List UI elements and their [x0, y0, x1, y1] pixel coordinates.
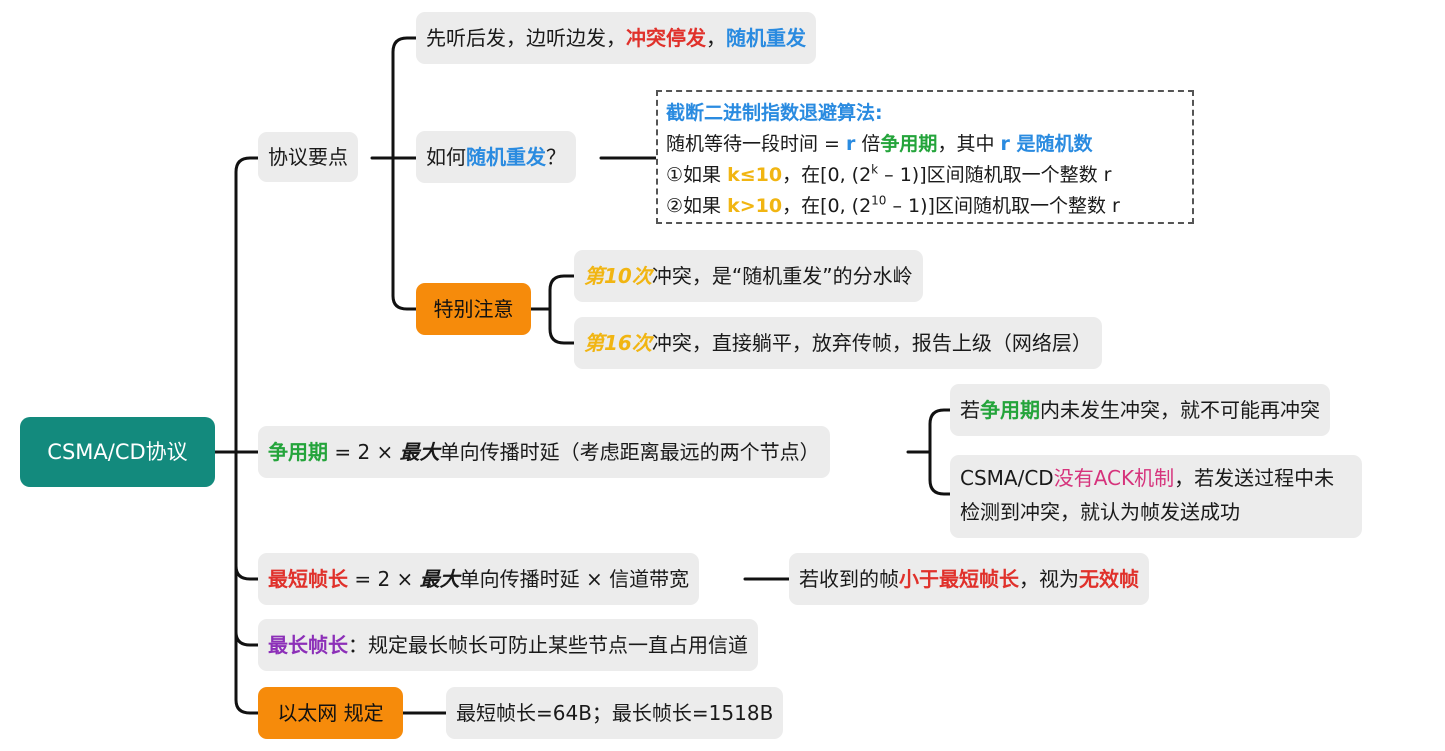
min-frame-node: 最短帧长 = 2 × 最大单向传播时延 × 信道带宽: [258, 553, 700, 605]
tenth-collision-text: 冲突，是“随机重发”的分水岭: [651, 264, 913, 288]
special-note-node: 特别注意: [416, 283, 531, 335]
min-frame-eq: = 2 ×: [348, 567, 420, 591]
how-resend-text: 随机重发: [466, 145, 546, 169]
algorithm-line-3: ②如果 k>10，在[0, (210 – 1)]区间随机取一个整数 r: [666, 191, 1184, 222]
alg1-e: ，其中: [937, 133, 1001, 155]
contention-max: 最大: [399, 440, 440, 464]
min-frame-term: 最短帧长: [268, 567, 348, 591]
inv-c: ，视为: [1019, 567, 1079, 591]
inv-b: 小于最短帧长: [899, 567, 1019, 591]
listen-send-text: 先听后发，边听边发，: [426, 26, 626, 50]
no-collision-node: 若争用期内未发生冲突，就不可能再冲突: [950, 384, 1330, 436]
protocol-points-node: 协议要点: [258, 132, 358, 182]
alg3-sup: 10: [871, 193, 887, 208]
random-resend-text: 随机重发: [726, 26, 806, 50]
min-frame-max: 最大: [419, 567, 460, 591]
inv-d: 无效帧: [1079, 567, 1139, 591]
nc-a: 若: [960, 398, 980, 422]
noack-c: ，若发送过程中未检测到冲突，就认为帧发送成功: [960, 466, 1335, 524]
alg1-a: 随机等待一段时间 =: [666, 133, 846, 155]
root-node: CSMA/CD协议: [20, 417, 215, 487]
contention-desc: 单向传播时延（考虑距离最远的两个节点）: [439, 440, 820, 464]
alg2-a: ①如果: [666, 164, 728, 186]
alg2-b: k≤10: [727, 164, 783, 186]
min-frame-desc: 单向传播时延 × 信道带宽: [459, 567, 690, 591]
contention-term: 争用期: [268, 440, 328, 464]
backoff-algorithm-box: 截断二进制指数退避算法: 随机等待一段时间 = r 倍争用期，其中 r 是随机数…: [656, 90, 1194, 224]
listen-send-node: 先听后发，边听边发，冲突停发，随机重发: [416, 12, 816, 64]
contention-period-node: 争用期 = 2 × 最大单向传播时延（考虑距离最远的两个节点）: [258, 426, 830, 478]
alg1-d: 争用期: [880, 133, 938, 155]
how-question: ？: [546, 145, 566, 169]
alg1-f: r 是随机数: [1000, 133, 1093, 155]
no-ack-node: CSMA/CD没有ACK机制，若发送过程中未检测到冲突，就认为帧发送成功: [950, 455, 1362, 538]
algorithm-line-1: 随机等待一段时间 = r 倍争用期，其中 r 是随机数: [666, 129, 1184, 160]
root-label: CSMA/CD协议: [47, 440, 188, 464]
contention-eq: = 2 ×: [328, 440, 400, 464]
ethernet-value-node: 最短帧长=64B；最长帧长=1518B: [446, 687, 784, 739]
max-frame-desc: ：规定最长帧长可防止某些节点一直占用信道: [348, 633, 748, 657]
nc-b: 争用期: [980, 398, 1040, 422]
protocol-points-label: 协议要点: [268, 145, 348, 169]
special-note-label: 特别注意: [433, 297, 514, 321]
max-frame-term: 最长帧长: [268, 633, 348, 657]
alg2-c: ，在[0, (2: [782, 164, 872, 186]
collision-stop-text: 冲突停发: [626, 26, 706, 50]
sixteenth-collision-em: 第16次: [584, 331, 652, 355]
tenth-collision-node: 第10次冲突，是“随机重发”的分水岭: [574, 250, 923, 302]
how-resend-node: 如何随机重发？: [416, 131, 576, 183]
listen-send-comma: ，: [706, 26, 726, 50]
alg3-b: k>10: [727, 195, 783, 217]
algorithm-title: 截断二进制指数退避算法:: [666, 102, 883, 124]
alg2-d: – 1)]区间随机取一个整数 r: [878, 164, 1112, 186]
sixteenth-collision-text: 冲突，直接躺平，放弃传帧，报告上级（网络层）: [651, 331, 1092, 355]
alg3-a: ②如果: [666, 195, 728, 217]
inv-a: 若收到的帧: [799, 567, 899, 591]
ethernet-label: 以太网 规定: [277, 701, 384, 725]
noack-b: 没有ACK机制: [1053, 466, 1175, 490]
alg2-sup: k: [871, 162, 879, 177]
tenth-collision-em: 第10次: [584, 264, 652, 288]
nc-c: 内未发生冲突，就不可能再冲突: [1040, 398, 1320, 422]
alg3-d: – 1)]区间随机取一个整数 r: [886, 195, 1120, 217]
ethernet-node: 以太网 规定: [258, 687, 403, 739]
how-text: 如何: [426, 145, 466, 169]
alg3-c: ，在[0, (2: [782, 195, 872, 217]
max-frame-node: 最长帧长：规定最长帧长可防止某些节点一直占用信道: [258, 619, 758, 671]
alg1-b: r: [846, 133, 856, 155]
algorithm-line-2: ①如果 k≤10，在[0, (2k – 1)]区间随机取一个整数 r: [666, 160, 1184, 191]
sixteenth-collision-node: 第16次冲突，直接躺平，放弃传帧，报告上级（网络层）: [574, 317, 1102, 369]
noack-a: CSMA/CD: [960, 466, 1054, 490]
ethernet-value: 最短帧长=64B；最长帧长=1518B: [456, 701, 774, 725]
alg1-c: 倍: [855, 133, 881, 155]
invalid-frame-node: 若收到的帧小于最短帧长，视为无效帧: [789, 553, 1149, 605]
